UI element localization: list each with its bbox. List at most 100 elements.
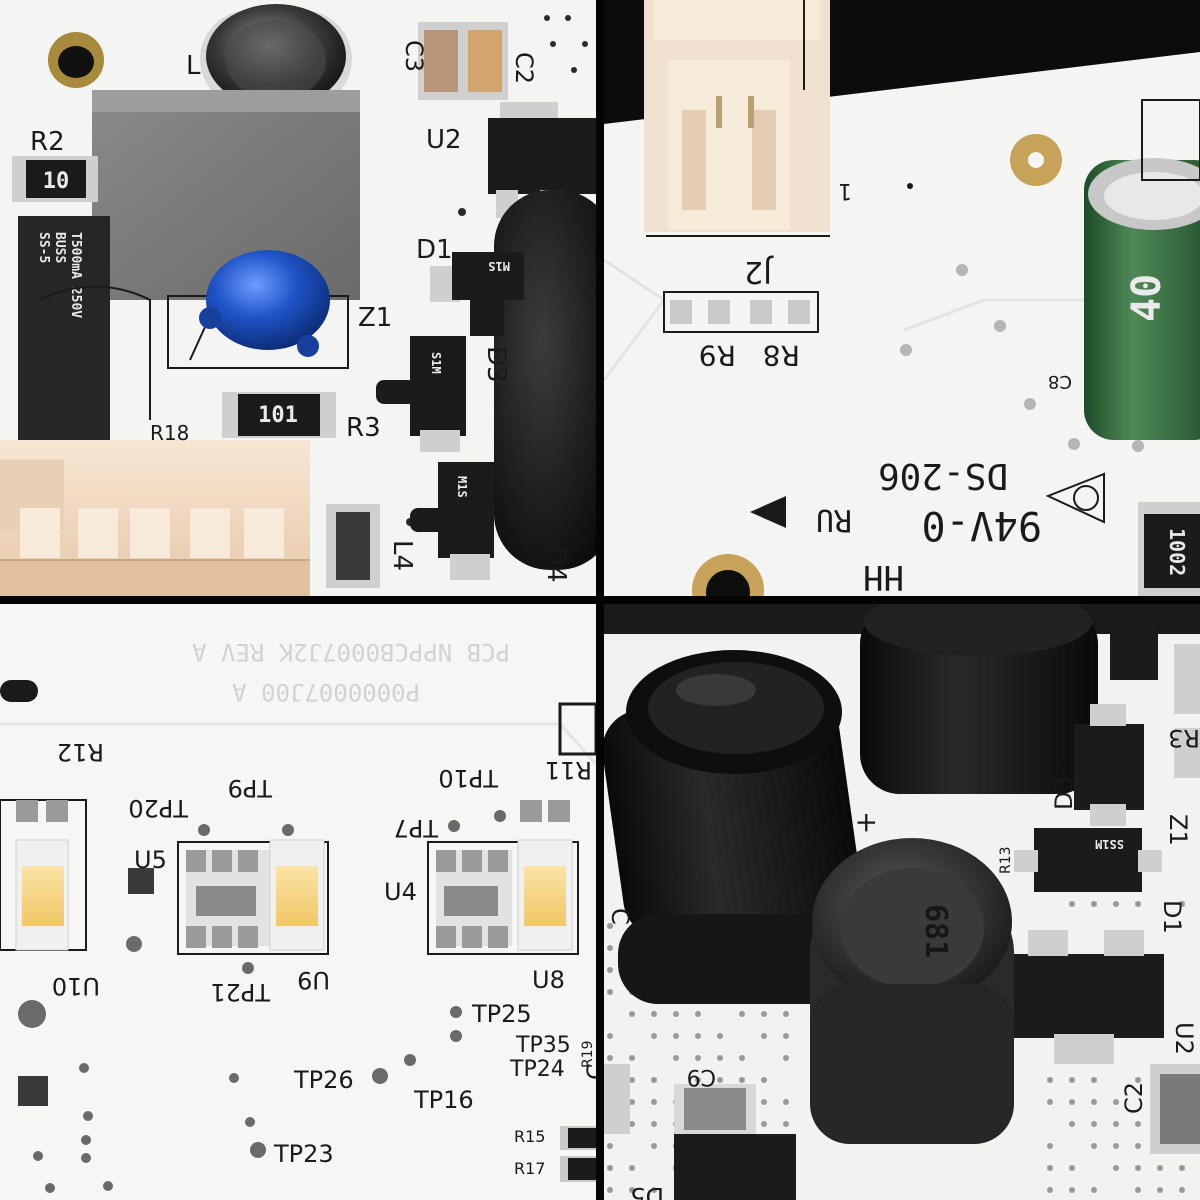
via-dot	[1069, 1099, 1075, 1105]
label-r8: R8	[763, 339, 800, 372]
label-d1: D1	[416, 235, 453, 265]
via-dot	[1157, 1187, 1163, 1193]
resistor-r17	[560, 1156, 596, 1182]
label-plus: +	[855, 807, 878, 840]
via-dot	[651, 1099, 657, 1105]
via-dot	[695, 1077, 701, 1083]
label-d3: D3	[481, 346, 511, 383]
black-cylinder-left	[604, 650, 860, 1004]
resistor-marking: 1002	[1165, 528, 1189, 576]
via-dot	[1069, 901, 1075, 907]
fuse: T500mA 250V BUSS SS-5	[18, 216, 110, 446]
label-d3: D3	[1050, 776, 1078, 810]
via-dot	[1157, 1165, 1163, 1171]
via-dot	[1091, 1187, 1097, 1193]
via-dot	[1113, 1099, 1119, 1105]
diode-d3	[1074, 704, 1144, 826]
panel-bottom-right: 681 SS1M	[604, 604, 1200, 1200]
via-dot	[1179, 1165, 1185, 1171]
via-dot	[739, 1055, 745, 1061]
label-r1: R1	[1102, 607, 1126, 628]
via-dot	[1113, 1121, 1119, 1127]
diode-marking: SS1M	[1095, 837, 1124, 851]
via-dot	[1047, 1077, 1053, 1083]
via-dot	[607, 945, 613, 951]
via-dot	[1091, 1121, 1097, 1127]
via-dot	[1179, 1187, 1185, 1193]
via-dot	[761, 1033, 767, 1039]
via-dot	[673, 1033, 679, 1039]
capacitor-c2	[462, 22, 508, 100]
silkscreen-labels: + D3 R3 Z1 D1 C9 D5 U2 C2 C R1 R13	[606, 607, 1200, 1200]
via-dot	[607, 1055, 613, 1061]
resistor-r3: 101	[222, 392, 336, 438]
diode-d4-marking: M1S	[455, 476, 469, 498]
via-dot	[651, 1033, 657, 1039]
component-c9	[674, 1084, 796, 1200]
label-r3: R3	[1168, 724, 1200, 752]
via-dot	[717, 1055, 723, 1061]
label-c2: C2	[1120, 1082, 1148, 1114]
pcb-bottom-right: 681 SS1M	[604, 604, 1200, 1200]
resistor-r3-marking: 101	[258, 403, 298, 428]
label-c9: C9	[687, 1064, 716, 1089]
via-dot	[1113, 1165, 1119, 1171]
test-points	[18, 810, 506, 1193]
label-r18: R18	[150, 421, 189, 445]
label-r11: R11	[545, 756, 592, 784]
label-u2: U2	[1170, 1022, 1198, 1055]
label-u2: U2	[426, 125, 462, 155]
via-dot	[783, 1011, 789, 1017]
via-dot	[1047, 1165, 1053, 1171]
via-dot	[629, 1187, 635, 1193]
via-dot	[607, 1165, 613, 1171]
small-parts	[604, 618, 1200, 1134]
via-dot	[1047, 1143, 1053, 1149]
label-z1: Z1	[1164, 814, 1192, 846]
via-dot	[761, 1121, 767, 1127]
silk-outline	[646, 0, 830, 237]
label-r12: R12	[57, 738, 104, 766]
connector-j2	[644, 0, 830, 232]
label-d1: D1	[1158, 900, 1186, 934]
diode-d3-marking: S1M	[429, 352, 443, 374]
via-dot	[695, 1055, 701, 1061]
via-dot	[1091, 1143, 1097, 1149]
via-dot	[607, 1033, 613, 1039]
label-l: L	[186, 51, 201, 81]
inductor-marking: 681	[918, 904, 953, 958]
diode-d1: SS1M	[1014, 828, 1162, 892]
via-dot	[1135, 1143, 1141, 1149]
label-tp10: TP10	[438, 764, 499, 792]
via-dot	[717, 1077, 723, 1083]
via-dot	[783, 1099, 789, 1105]
via-dot	[1069, 1187, 1075, 1193]
via-dot	[629, 1121, 635, 1127]
via-dot	[717, 1033, 723, 1039]
label-u4: U4	[384, 878, 417, 906]
label-u8: U8	[532, 966, 565, 994]
via-dot	[607, 1187, 613, 1193]
via-dot	[673, 1011, 679, 1017]
label-pin-1: 1	[838, 178, 852, 203]
via-dot	[739, 1077, 745, 1083]
label-tp25: TP25	[471, 1000, 532, 1028]
fuse-marking-2: BUSS	[52, 232, 67, 263]
label-u9: U9	[297, 966, 330, 994]
label-c2: C2	[510, 52, 538, 84]
via-dot	[695, 1011, 701, 1017]
blue-ceramic-capacitor	[167, 250, 349, 369]
slot-mark	[0, 680, 38, 702]
pad-row	[663, 291, 819, 333]
via-dot	[629, 1055, 635, 1061]
inductor-l	[200, 4, 352, 108]
via-dot	[695, 1033, 701, 1039]
power-inductor: 681	[810, 838, 1014, 1144]
label-ds-206: DS-206	[878, 455, 1008, 496]
pcb-top-right: 40 1002 1 J2	[604, 0, 1200, 596]
label-tp21: TP21	[210, 978, 271, 1006]
pcb-header-line-1: PCB NPPCB0007J2K REV A	[192, 638, 510, 666]
via-dot	[651, 1121, 657, 1127]
diode-d3: S1M	[376, 336, 466, 452]
